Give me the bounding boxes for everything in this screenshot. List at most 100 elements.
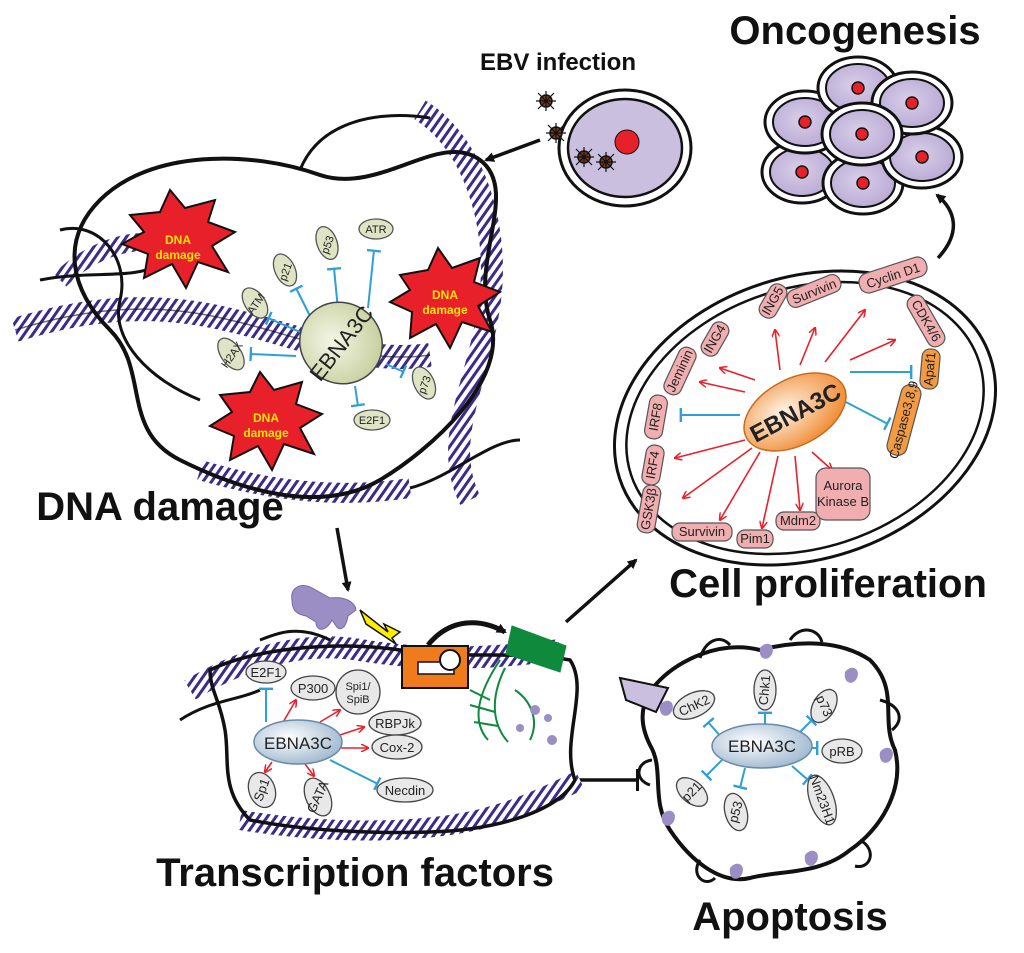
burst-label-line1: DNA	[253, 411, 279, 425]
ebna3c-label: EBNA3C	[728, 737, 796, 756]
dna-target-nodes	[217, 218, 437, 431]
label-apaf1: Apaf1	[921, 351, 939, 386]
target-label-p21: p21	[277, 261, 295, 282]
dna-damage-burst-3: DNA damage	[207, 370, 325, 473]
node-gata	[303, 777, 333, 817]
label-p300: P300	[298, 681, 328, 696]
ebna3c-node	[743, 372, 847, 452]
label-cox2: Cox-2	[380, 740, 415, 755]
signal-protein-icon	[291, 585, 402, 645]
burst-label-line2: damage	[155, 248, 201, 262]
node-sp1	[247, 771, 277, 809]
apoptosis-nodes	[672, 669, 863, 832]
label-irf4: IRF4	[643, 450, 663, 480]
transcription-factors-panel	[179, 629, 585, 841]
node-prb	[821, 738, 863, 764]
label-kinase-b: Kinase B	[817, 494, 869, 509]
node-pim1	[736, 529, 774, 549]
ebna3c-node	[298, 301, 384, 385]
node-irf8	[643, 394, 669, 440]
node-nm23h1	[806, 774, 838, 826]
proliferation-nodes	[636, 256, 946, 549]
dna-damage-burst-2: DNA damage	[387, 245, 503, 351]
node-ing4	[700, 321, 730, 357]
burst-label-line2: damage	[422, 303, 468, 317]
target-node-p21	[272, 253, 298, 287]
node-survivin	[786, 273, 842, 309]
cell-proliferation-title: Cell proliferation	[669, 562, 987, 606]
node-ing5	[758, 283, 788, 319]
ebna3c-node	[253, 719, 343, 765]
node-cdk46	[906, 294, 946, 348]
burst-label-line2: damage	[243, 426, 289, 440]
proliferation-activation-arrows	[675, 310, 895, 528]
oncogenesis-title: Oncogenesis	[729, 9, 980, 53]
target-node-atr	[358, 218, 394, 240]
node-mdm2	[775, 511, 821, 531]
ebv-infected-cell	[536, 88, 693, 208]
target-label-p73: p73	[416, 374, 434, 395]
transcript-icon	[469, 659, 535, 743]
node-chk1	[753, 669, 777, 711]
gene-switch-icon	[401, 620, 567, 689]
node-p21	[675, 777, 709, 807]
apoptosis-title: Apoptosis	[692, 895, 888, 939]
flow-arrows	[335, 138, 955, 791]
node-aurora-kinase-b	[815, 467, 871, 521]
node-apaf1	[919, 348, 941, 390]
node-e2f1	[245, 660, 287, 684]
node-cyclin-d1	[858, 256, 928, 294]
tf-activation-arrows	[265, 700, 368, 776]
node-p53	[723, 792, 749, 832]
target-node-p53	[315, 226, 339, 260]
burst-label-line1: DNA	[432, 288, 458, 302]
burst-label-line1: DNA	[165, 233, 191, 247]
target-node-atm	[241, 287, 269, 319]
target-label-atr: ATR	[365, 224, 386, 236]
ebna3c-node	[711, 723, 813, 769]
node-gsk3b	[636, 484, 662, 534]
label-p53: p53	[725, 799, 745, 824]
node-necdin	[376, 777, 434, 803]
apoptosis-inhibition-lines	[700, 711, 819, 791]
label-spib: SpiB	[346, 694, 369, 706]
tf-nodes	[245, 660, 434, 817]
node-p73	[810, 688, 838, 724]
node-cox2	[371, 734, 423, 760]
label-spi1: Spi1/	[345, 681, 371, 693]
transcription-factors-title: Transcription factors	[156, 851, 554, 895]
proliferation-inhibition-lines	[679, 365, 913, 431]
label-aurora: Aurora	[823, 478, 863, 493]
label-e2f1: E2F1	[250, 665, 281, 680]
node-chk2	[672, 690, 716, 720]
label-chk1: Chk1	[756, 674, 774, 706]
label-pim1: Pim1	[740, 531, 770, 546]
dna-damage-title: DNA damage	[36, 485, 283, 529]
label-survivin-2: Survivin	[679, 524, 725, 539]
label-irf8: IRF8	[646, 402, 666, 432]
node-jeminin	[663, 346, 697, 396]
label-prb: pRB	[829, 744, 854, 759]
target-node-p73	[411, 366, 437, 400]
dna-damage-burst-1: DNA damage	[119, 188, 238, 291]
target-label-e2f1: E2F1	[359, 415, 385, 427]
target-node-h2ax	[217, 337, 245, 371]
node-spi1-spib	[335, 669, 381, 715]
tumor-cell-cluster	[760, 55, 964, 216]
ebna3c-label: EBNA3C	[264, 734, 332, 753]
tf-inhibition-lines	[259, 687, 382, 791]
label-rbpjk: RBPJk	[375, 716, 415, 731]
node-survivin-2	[671, 522, 733, 542]
ebv-infection-title: EBV infection	[480, 49, 636, 76]
label-necdin: Necdin	[385, 783, 425, 798]
node-p300	[290, 675, 336, 701]
small-proteins-icon	[516, 705, 557, 745]
target-label-p53: p53	[319, 234, 337, 255]
label-gsk3b: GSK3β	[637, 487, 659, 531]
label-sp1: Sp1	[251, 776, 273, 803]
target-node-e2f1	[353, 409, 391, 431]
label-mdm2: Mdm2	[780, 513, 816, 528]
node-caspase	[886, 384, 922, 456]
